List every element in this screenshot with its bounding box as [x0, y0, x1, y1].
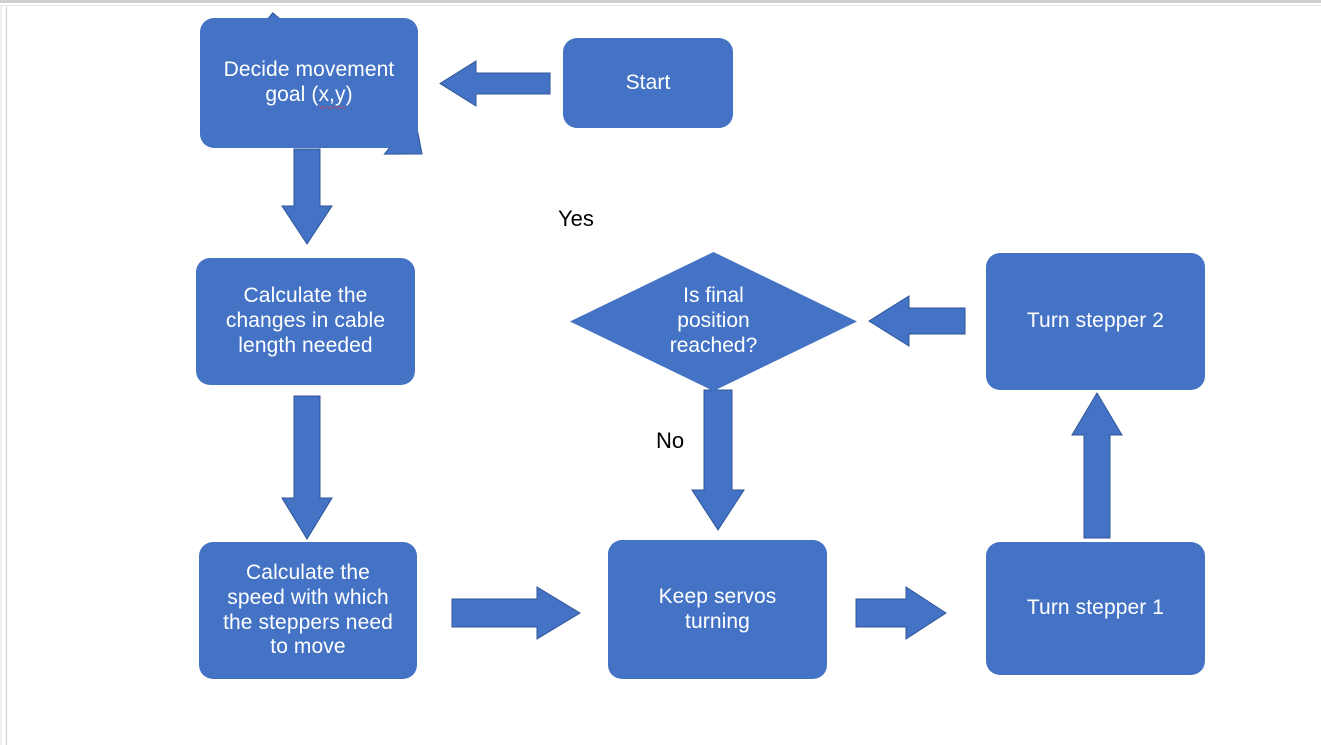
- node-decide-movement-goal-label-prefix: Decide movement goal (: [223, 58, 395, 106]
- node-decision-is-final-position-reached[interactable]: Is final position reached?: [570, 252, 857, 391]
- slide-left-rule-secondary: [0, 6, 2, 745]
- node-turn-stepper-2-label: Turn stepper 2: [1026, 309, 1165, 333]
- arrow-decide-goal-to-calc-cable: [281, 148, 333, 245]
- branch-label-no: No: [656, 428, 685, 453]
- node-decide-movement-goal-label: Decide movement goal (x,y): [214, 58, 405, 109]
- node-decide-movement-goal-label-misspelled: x,y: [318, 83, 346, 109]
- node-calculate-stepper-speed-label: Calculate the speed with which the stepp…: [223, 560, 393, 659]
- node-turn-stepper-1[interactable]: Turn stepper 1: [986, 542, 1205, 675]
- arrow-keep-servos-to-turn-stepper-1: [855, 586, 947, 640]
- arrow-turn-stepper-1-to-turn-stepper-2: [1071, 392, 1123, 539]
- node-turn-stepper-2[interactable]: Turn stepper 2: [986, 253, 1205, 390]
- arrow-calc-speed-to-keep-servos: [451, 586, 581, 640]
- arrow-calc-cable-to-calc-speed: [281, 395, 333, 540]
- slide-top-rule-secondary: [0, 5, 1321, 6]
- node-decide-movement-goal-label-suffix: ): [345, 83, 353, 106]
- node-start-label: Start: [625, 70, 671, 94]
- arrow-decision-no-to-keep-servos: [691, 389, 745, 531]
- branch-label-yes: Yes: [558, 206, 594, 231]
- node-decide-movement-goal[interactable]: Decide movement goal (x,y): [200, 18, 418, 148]
- slide-left-rule: [6, 6, 7, 745]
- arrow-turn-stepper-2-to-decision: [868, 295, 966, 347]
- slide-top-rule: [0, 0, 1321, 3]
- node-turn-stepper-1-label: Turn stepper 1: [1026, 596, 1165, 620]
- arrow-start-to-decide-goal: [439, 60, 551, 107]
- node-start[interactable]: Start: [563, 38, 733, 128]
- node-calculate-cable-changes[interactable]: Calculate the changes in cable length ne…: [196, 258, 415, 385]
- node-decision-label: Is final position reached?: [669, 284, 758, 357]
- node-calculate-cable-changes-label: Calculate the changes in cable length ne…: [225, 284, 386, 357]
- node-keep-servos-turning-label: Keep servos turning: [658, 584, 777, 633]
- node-calculate-stepper-speed[interactable]: Calculate the speed with which the stepp…: [199, 542, 417, 679]
- node-keep-servos-turning[interactable]: Keep servos turning: [608, 540, 827, 679]
